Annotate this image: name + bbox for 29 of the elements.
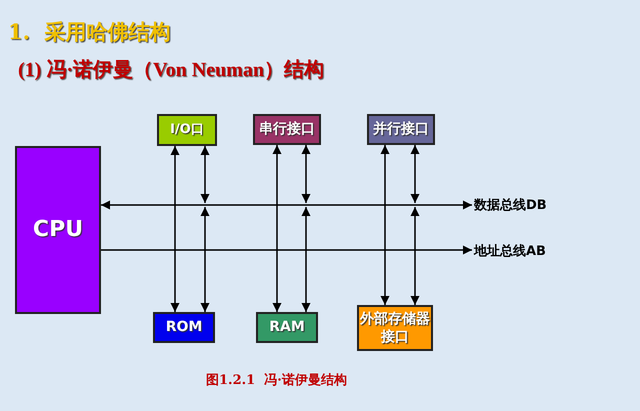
title: 1. 采用哈佛结构 (8, 18, 171, 46)
box-label: CPU (32, 216, 84, 244)
interface-box (367, 114, 435, 145)
arrow (410, 207, 420, 305)
arrow (380, 145, 390, 305)
arrow (200, 207, 210, 312)
arrow (272, 145, 282, 312)
processor-box (15, 146, 101, 314)
bus-label: 数据总线DB (474, 196, 547, 214)
arrow (302, 145, 310, 203)
bus-line (101, 246, 472, 254)
memory-box (153, 312, 215, 343)
box-label: 外部存储器接口 (359, 310, 431, 346)
box-label: 并行接口 (373, 120, 429, 139)
box-label: ROM (166, 318, 202, 337)
arrow (410, 145, 420, 203)
interface-box (253, 114, 321, 145)
bus-label: 地址总线AB (474, 242, 546, 260)
memory-box (256, 312, 318, 343)
interface-box (157, 114, 217, 146)
arrow (302, 207, 310, 312)
subtitle: (1) 冯·诺伊曼（Von Neuman）结构 (18, 58, 324, 83)
box-label: 串行接口 (259, 120, 315, 139)
arrow (200, 146, 210, 203)
figure-caption: 图1.2.1 冯·诺伊曼结构 (206, 372, 347, 389)
box-label: RAM (269, 318, 305, 337)
bus-line (101, 200, 472, 210)
arrow (170, 146, 180, 312)
box-label: I/O口 (170, 122, 204, 138)
